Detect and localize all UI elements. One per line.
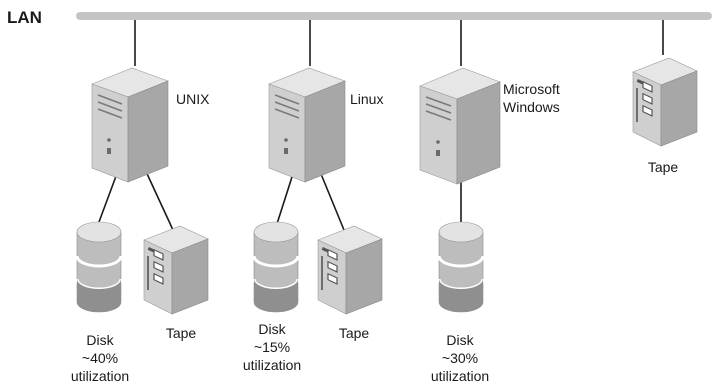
unix-label: UNIX [176, 91, 210, 107]
unix-disk-label-line1: Disk [86, 332, 114, 348]
linux-disk-label-line2: ~15% [254, 339, 290, 355]
windows-disk-label-line2: ~30% [442, 350, 478, 366]
linux-label: Linux [350, 91, 383, 107]
linux-tape-icon [317, 225, 383, 315]
linux-tape-label: Tape [339, 325, 370, 341]
linux-disk-icon [252, 220, 300, 314]
windows-label-line2: Windows [503, 99, 560, 115]
linux-server-icon [268, 67, 346, 183]
unix-server-icon [91, 67, 169, 183]
linux-disk-label-line1: Disk [258, 321, 286, 337]
unix-disk-label-line3: utilization [71, 368, 129, 384]
unix-disk-icon [75, 220, 123, 314]
lan-bus [76, 12, 712, 20]
unix-tape-icon [143, 225, 209, 315]
windows-label-line1: Microsoft [503, 81, 560, 97]
lan-tape-icon [632, 57, 698, 147]
lan-tape-label: Tape [648, 159, 679, 175]
windows-disk-label-line1: Disk [446, 332, 474, 348]
connectors [95, 20, 664, 231]
windows-disk-label-line3: utilization [431, 368, 489, 384]
windows-server-icon [419, 67, 501, 185]
lan-label: LAN [7, 8, 42, 27]
unix-tape-label: Tape [166, 325, 197, 341]
windows-disk-icon [437, 220, 485, 314]
storage-labels: Disk ~40% utilization Tape Disk ~15% uti… [71, 159, 679, 384]
linux-disk-label-line3: utilization [243, 357, 301, 373]
unix-disk-label-line2: ~40% [82, 350, 118, 366]
